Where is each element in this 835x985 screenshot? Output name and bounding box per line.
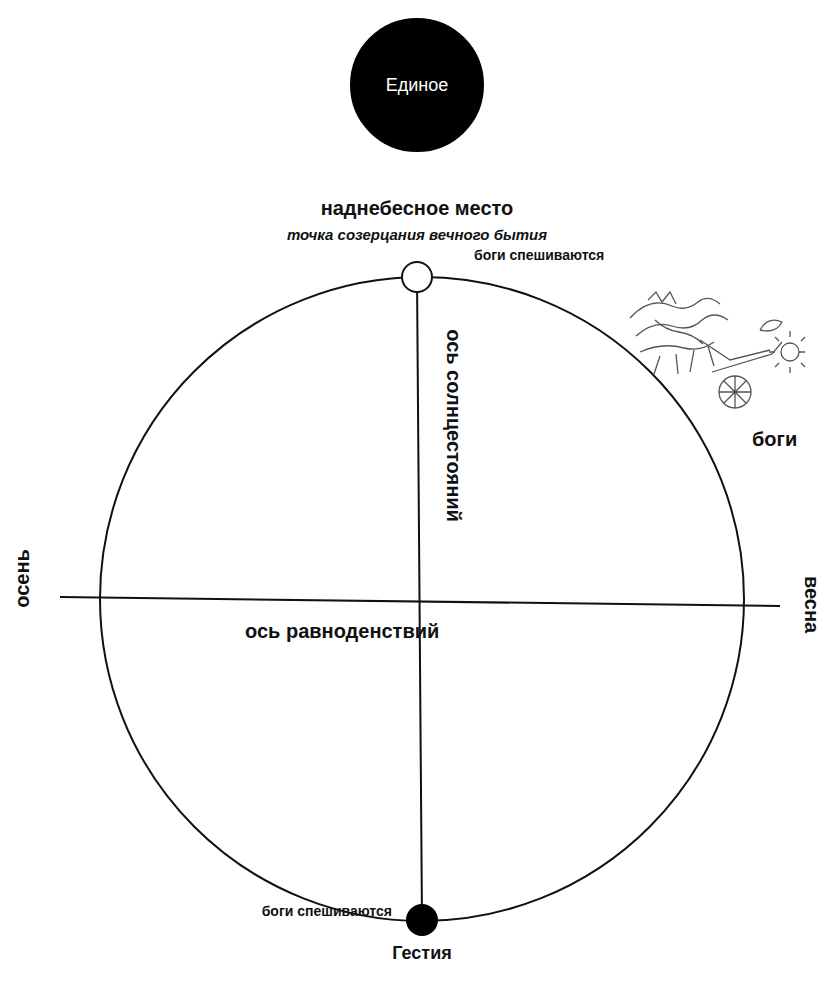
one-circle: Единое (350, 18, 484, 152)
node-title: Единое (386, 75, 449, 96)
season-label: осень (11, 549, 34, 608)
axis-line (417, 293, 422, 904)
axis-label: ось равноденствий (245, 620, 439, 643)
solstice-axis (417, 293, 422, 904)
place-note: точка созерцания вечного бытия (287, 226, 547, 243)
place-heading: Гестия (392, 943, 451, 964)
zenith-circle: наднебесное местоточка созерцания вечног… (401, 261, 433, 293)
chariot-illustration (630, 292, 805, 408)
place-heading: наднебесное место (321, 197, 514, 220)
season-label: весна (801, 575, 824, 632)
gods-label: боги (752, 428, 797, 451)
axis-label: ось солнцестояний (442, 329, 465, 522)
circle-shape (407, 905, 437, 935)
dismount-note: боги спешиваются (474, 247, 604, 263)
circle-outline (406, 904, 438, 936)
circle-shape (402, 262, 432, 292)
dismount-note: боги спешиваются (262, 903, 392, 919)
hestia-circle: боги спешиваютсяГестия (406, 904, 438, 936)
circle-shape (351, 19, 483, 151)
circle-outline (401, 261, 433, 293)
